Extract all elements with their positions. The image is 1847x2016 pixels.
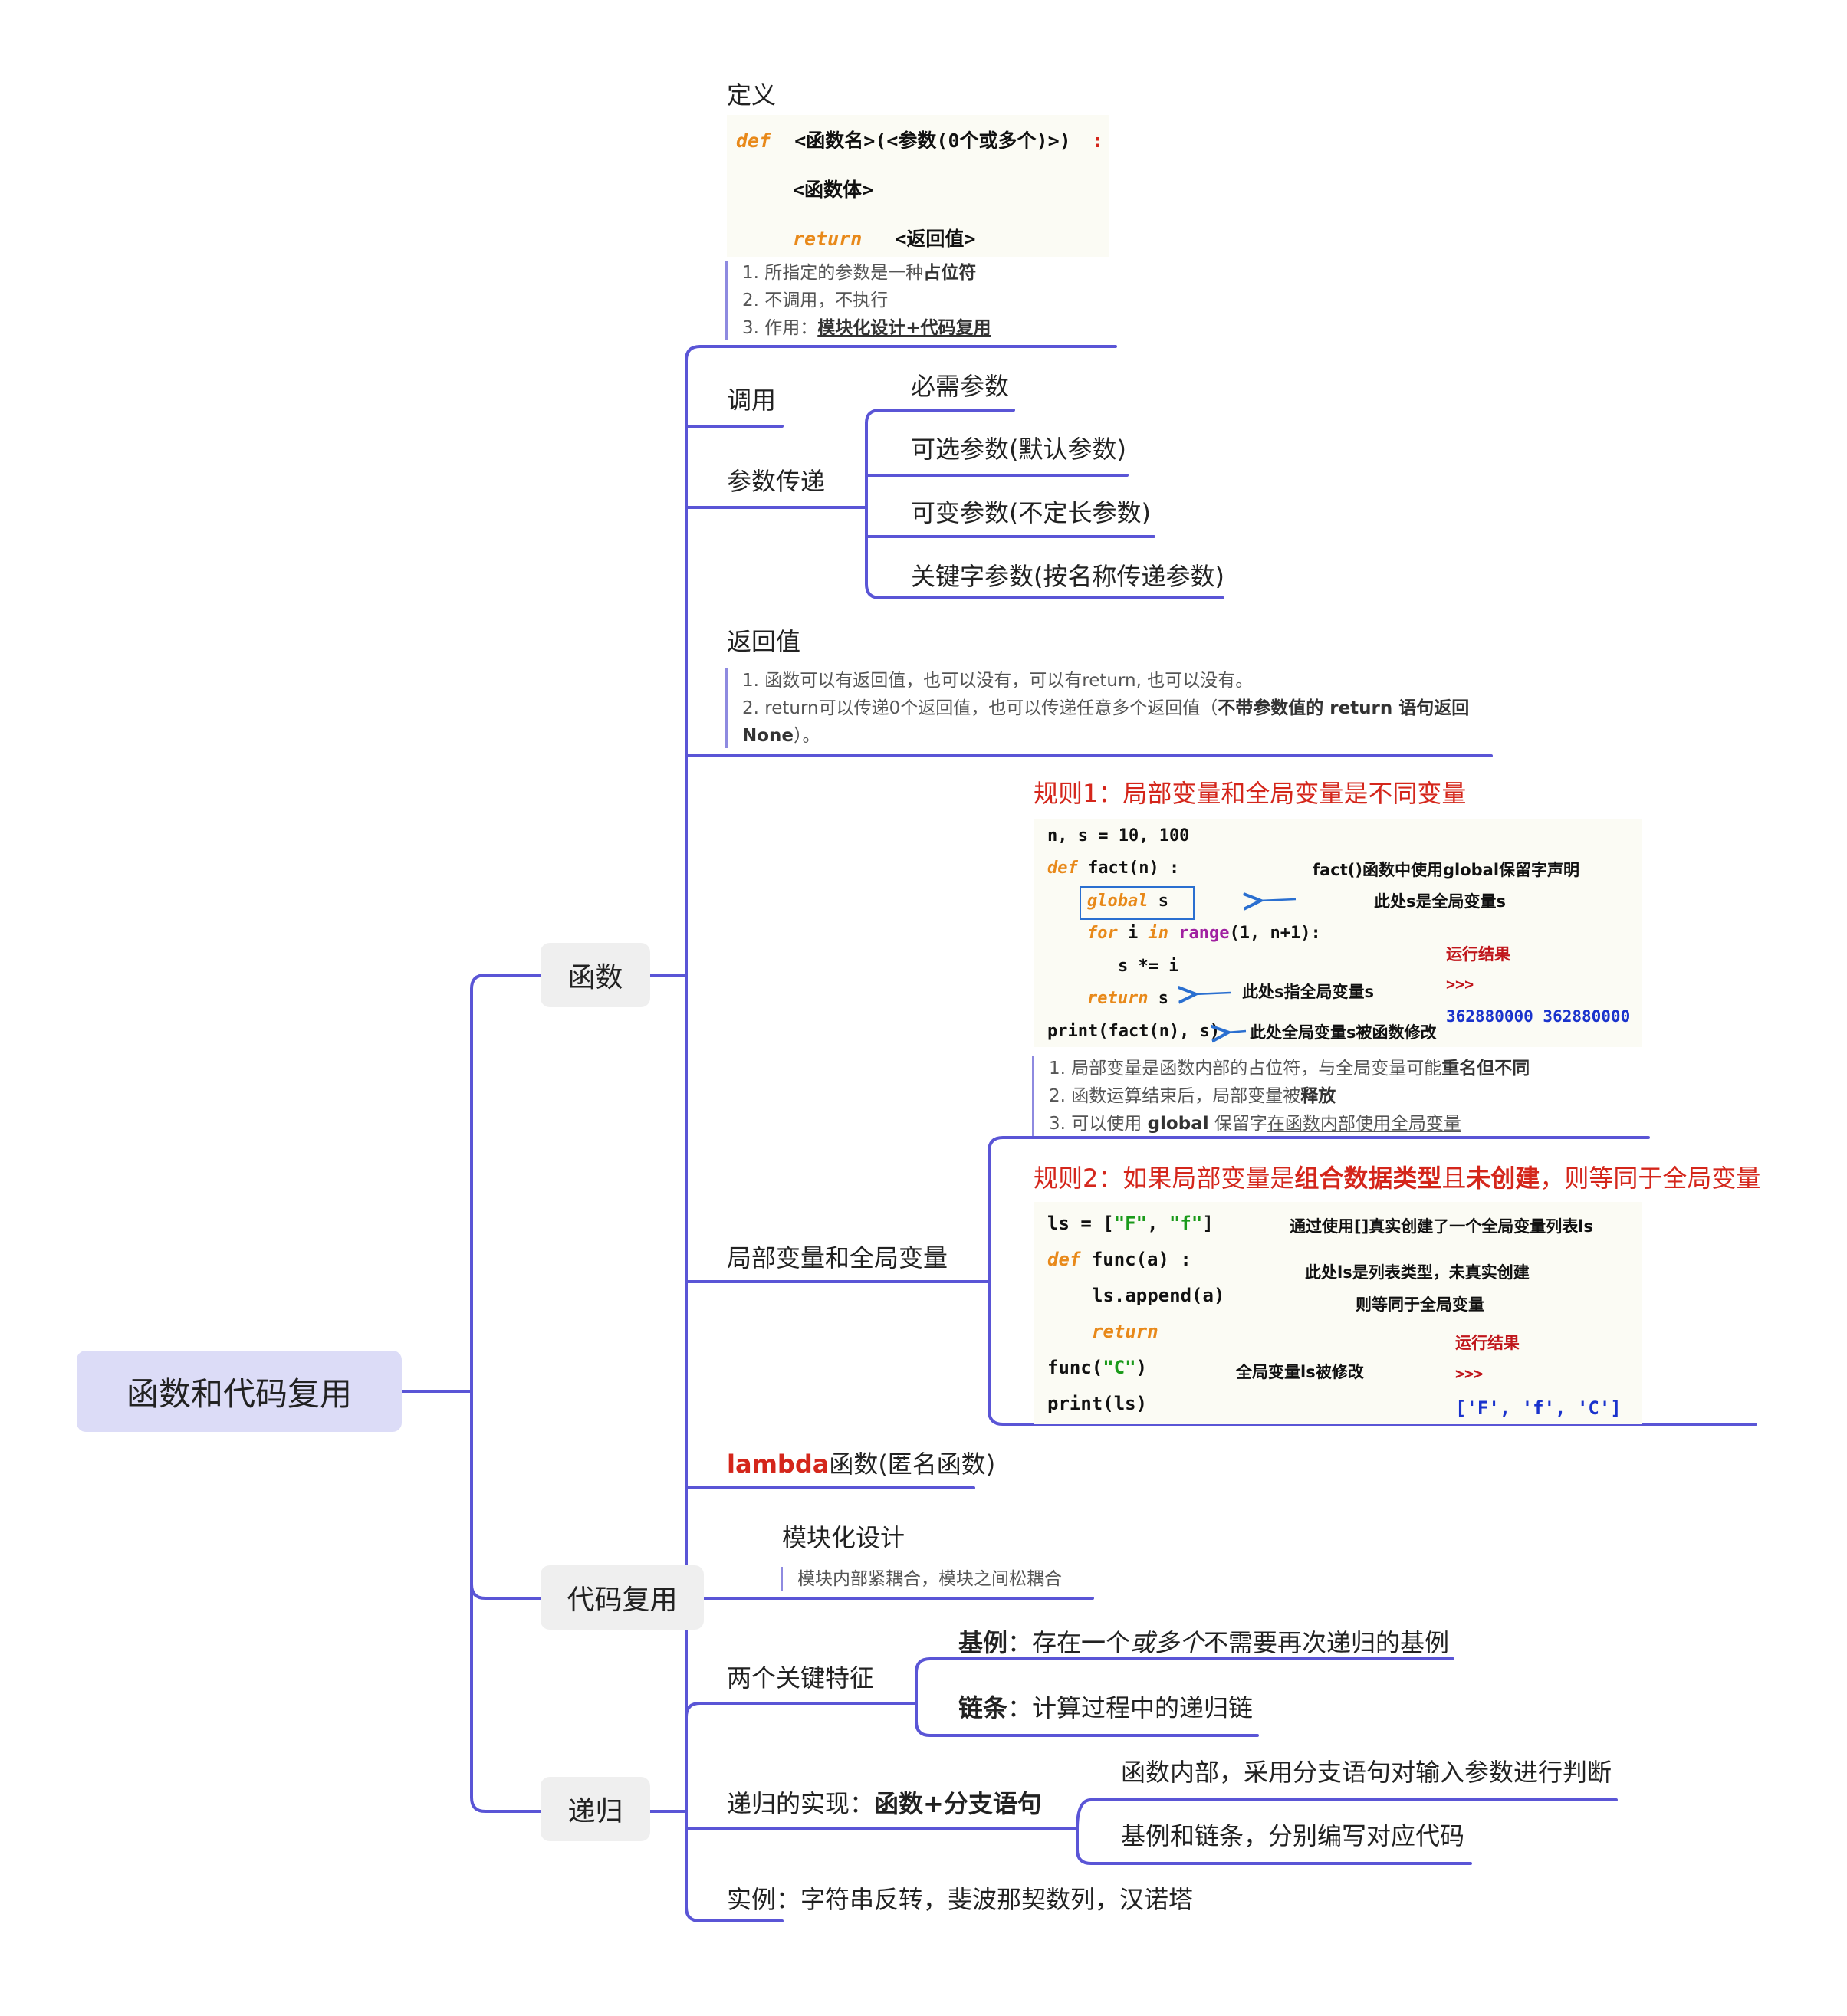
return-note-bar bbox=[725, 668, 728, 748]
global-highlight-box bbox=[1080, 886, 1195, 920]
rule1-code-line7: print(fact(n), s) bbox=[1047, 1022, 1221, 1041]
definition-note-1: 1. 所指定的参数是一种占位符 bbox=[742, 263, 977, 283]
rule2-code-line5: func("C") bbox=[1047, 1357, 1148, 1378]
topic-recursion-examples[interactable]: 实例：字符串反转，斐波那契数列，汉诺塔 bbox=[727, 1885, 1194, 1914]
rule2-output: ['F', 'f', 'C'] bbox=[1455, 1397, 1622, 1419]
rule1-code-line2: def fact(n) : bbox=[1047, 859, 1180, 878]
rule1-output: 362880000 362880000 bbox=[1446, 1007, 1631, 1026]
branch-recursion[interactable]: 递归 bbox=[541, 1777, 650, 1841]
topic-recursion-impl[interactable]: 递归的实现：函数+分支语句 bbox=[727, 1789, 1042, 1818]
topic-params[interactable]: 参数传递 bbox=[727, 467, 826, 496]
topic-call[interactable]: 调用 bbox=[727, 386, 777, 415]
rule2-code-block bbox=[1034, 1202, 1642, 1424]
rule2-result-label: 运行结果 bbox=[1455, 1334, 1520, 1352]
feature-chain[interactable]: 链条：计算过程中的递归链 bbox=[958, 1693, 1254, 1722]
rule2-annotation-global: 则等同于全局变量 bbox=[1356, 1295, 1484, 1314]
rule1-title[interactable]: 规则1：局部变量和全局变量是不同变量 bbox=[1034, 779, 1467, 808]
topic-definition[interactable]: 定义 bbox=[727, 80, 777, 110]
reuse-note-bar bbox=[781, 1567, 783, 1591]
param-keyword[interactable]: 关键字参数(按名称传递参数) bbox=[911, 562, 1224, 591]
root-topic[interactable]: 函数和代码复用 bbox=[77, 1351, 402, 1432]
arrow-icon bbox=[1227, 1031, 1247, 1033]
arrow-icon bbox=[1259, 899, 1297, 901]
feature-base-case[interactable]: 基例：存在一个或多个不需要再次递归的基例 bbox=[958, 1628, 1450, 1657]
param-required[interactable]: 必需参数 bbox=[911, 372, 1010, 401]
rule1-annotation-global-s: 此处s是全局变量s bbox=[1374, 892, 1506, 911]
param-optional[interactable]: 可选参数(默认参数) bbox=[911, 435, 1126, 464]
param-variable[interactable]: 可变参数(不定长参数) bbox=[911, 498, 1151, 527]
rule2-title[interactable]: 规则2：如果局部变量是组合数据类型且未创建，则等同于全局变量 bbox=[1034, 1164, 1761, 1193]
definition-note-bar bbox=[725, 261, 728, 340]
definition-note-2: 2. 不调用，不执行 bbox=[742, 291, 889, 310]
rule1-code-block bbox=[1034, 819, 1642, 1047]
definition-code-block: def <函数名>(<参数(0个或多个)>) : <函数体> return <返… bbox=[727, 115, 1109, 257]
topic-modular-design[interactable]: 模块化设计 bbox=[782, 1523, 905, 1552]
branch-code-reuse[interactable]: 代码复用 bbox=[541, 1565, 704, 1630]
branch-functions[interactable]: 函数 bbox=[541, 943, 650, 1007]
impl-base-chain-code[interactable]: 基例和链条，分别编写对应代码 bbox=[1121, 1821, 1465, 1850]
topic-lambda[interactable]: lambda函数(匿名函数) bbox=[727, 1450, 996, 1479]
topic-key-features[interactable]: 两个关键特征 bbox=[727, 1663, 875, 1693]
reuse-note: 模块内部紧耦合，模块之间松耦合 bbox=[797, 1569, 1062, 1589]
rule1-note-1: 1. 局部变量是函数内部的占位符，与全局变量可能重名但不同 bbox=[1049, 1059, 1530, 1079]
def-signature: <函数名>(<参数(0个或多个)>) bbox=[794, 130, 1071, 152]
rule2-code-line1: ls = ["F", "f"] bbox=[1047, 1213, 1214, 1234]
rule1-note-bar bbox=[1032, 1056, 1034, 1136]
return-note-1: 1. 函数可以有返回值，也可以没有，可以有return, 也可以没有。 bbox=[742, 671, 1254, 691]
rule1-result-label: 运行结果 bbox=[1446, 945, 1510, 964]
rule2-annotation-modified: 全局变量ls被修改 bbox=[1236, 1363, 1364, 1381]
topic-scope[interactable]: 局部变量和全局变量 bbox=[727, 1243, 948, 1272]
rule1-code-line6: return s bbox=[1087, 989, 1168, 1008]
arrow-icon bbox=[1194, 993, 1231, 994]
rule2-code-line6: print(ls) bbox=[1047, 1393, 1148, 1414]
rule2-annotation-create: 通过使用[]真实创建了一个全局变量列表ls bbox=[1290, 1217, 1593, 1236]
rule1-code-line1: n, s = 10, 100 bbox=[1047, 826, 1190, 845]
rule1-annotation-modified: 此处全局变量s被函数修改 bbox=[1250, 1023, 1437, 1042]
rule1-code-line3: global s bbox=[1087, 891, 1168, 911]
rule2-code-line3: ls.append(a) bbox=[1092, 1285, 1225, 1306]
def-return-value: <返回值> bbox=[895, 228, 976, 250]
rule1-annotation-return-s: 此处s指全局变量s bbox=[1242, 983, 1374, 1001]
return-note-2-cont: None）。 bbox=[742, 726, 820, 746]
def-colon: : bbox=[1091, 130, 1103, 152]
rule1-code-line5: s *= i bbox=[1118, 957, 1179, 976]
rule2-annotation-list: 此处ls是列表类型，未真实创建 bbox=[1305, 1263, 1530, 1282]
rule2-code-line2: def func(a) : bbox=[1047, 1249, 1191, 1270]
definition-note-3: 3. 作用：模块化设计+代码复用 bbox=[742, 318, 991, 338]
topic-return-value[interactable]: 返回值 bbox=[727, 627, 801, 656]
rule1-code-line4: for i in range(1, n+1): bbox=[1087, 924, 1321, 943]
rule1-annotation-global: fact()函数中使用global保留字声明 bbox=[1313, 861, 1580, 879]
keyword-return: return bbox=[793, 228, 863, 250]
keyword-def: def bbox=[736, 130, 771, 152]
rule1-note-3: 3. 可以使用 global 保留字在函数内部使用全局变量 bbox=[1049, 1114, 1461, 1134]
rule1-prompt: >>> bbox=[1446, 975, 1474, 993]
rule2-code-line4: return bbox=[1092, 1321, 1158, 1342]
return-note-2: 2. return可以传递0个返回值，也可以传递任意多个返回值（不带参数值的 r… bbox=[742, 698, 1470, 718]
impl-branch-judge[interactable]: 函数内部，采用分支语句对输入参数进行判断 bbox=[1121, 1758, 1612, 1787]
rule1-note-2: 2. 函数运算结束后，局部变量被释放 bbox=[1049, 1086, 1336, 1106]
def-body: <函数体> bbox=[793, 179, 874, 201]
rule2-prompt: >>> bbox=[1455, 1364, 1484, 1383]
